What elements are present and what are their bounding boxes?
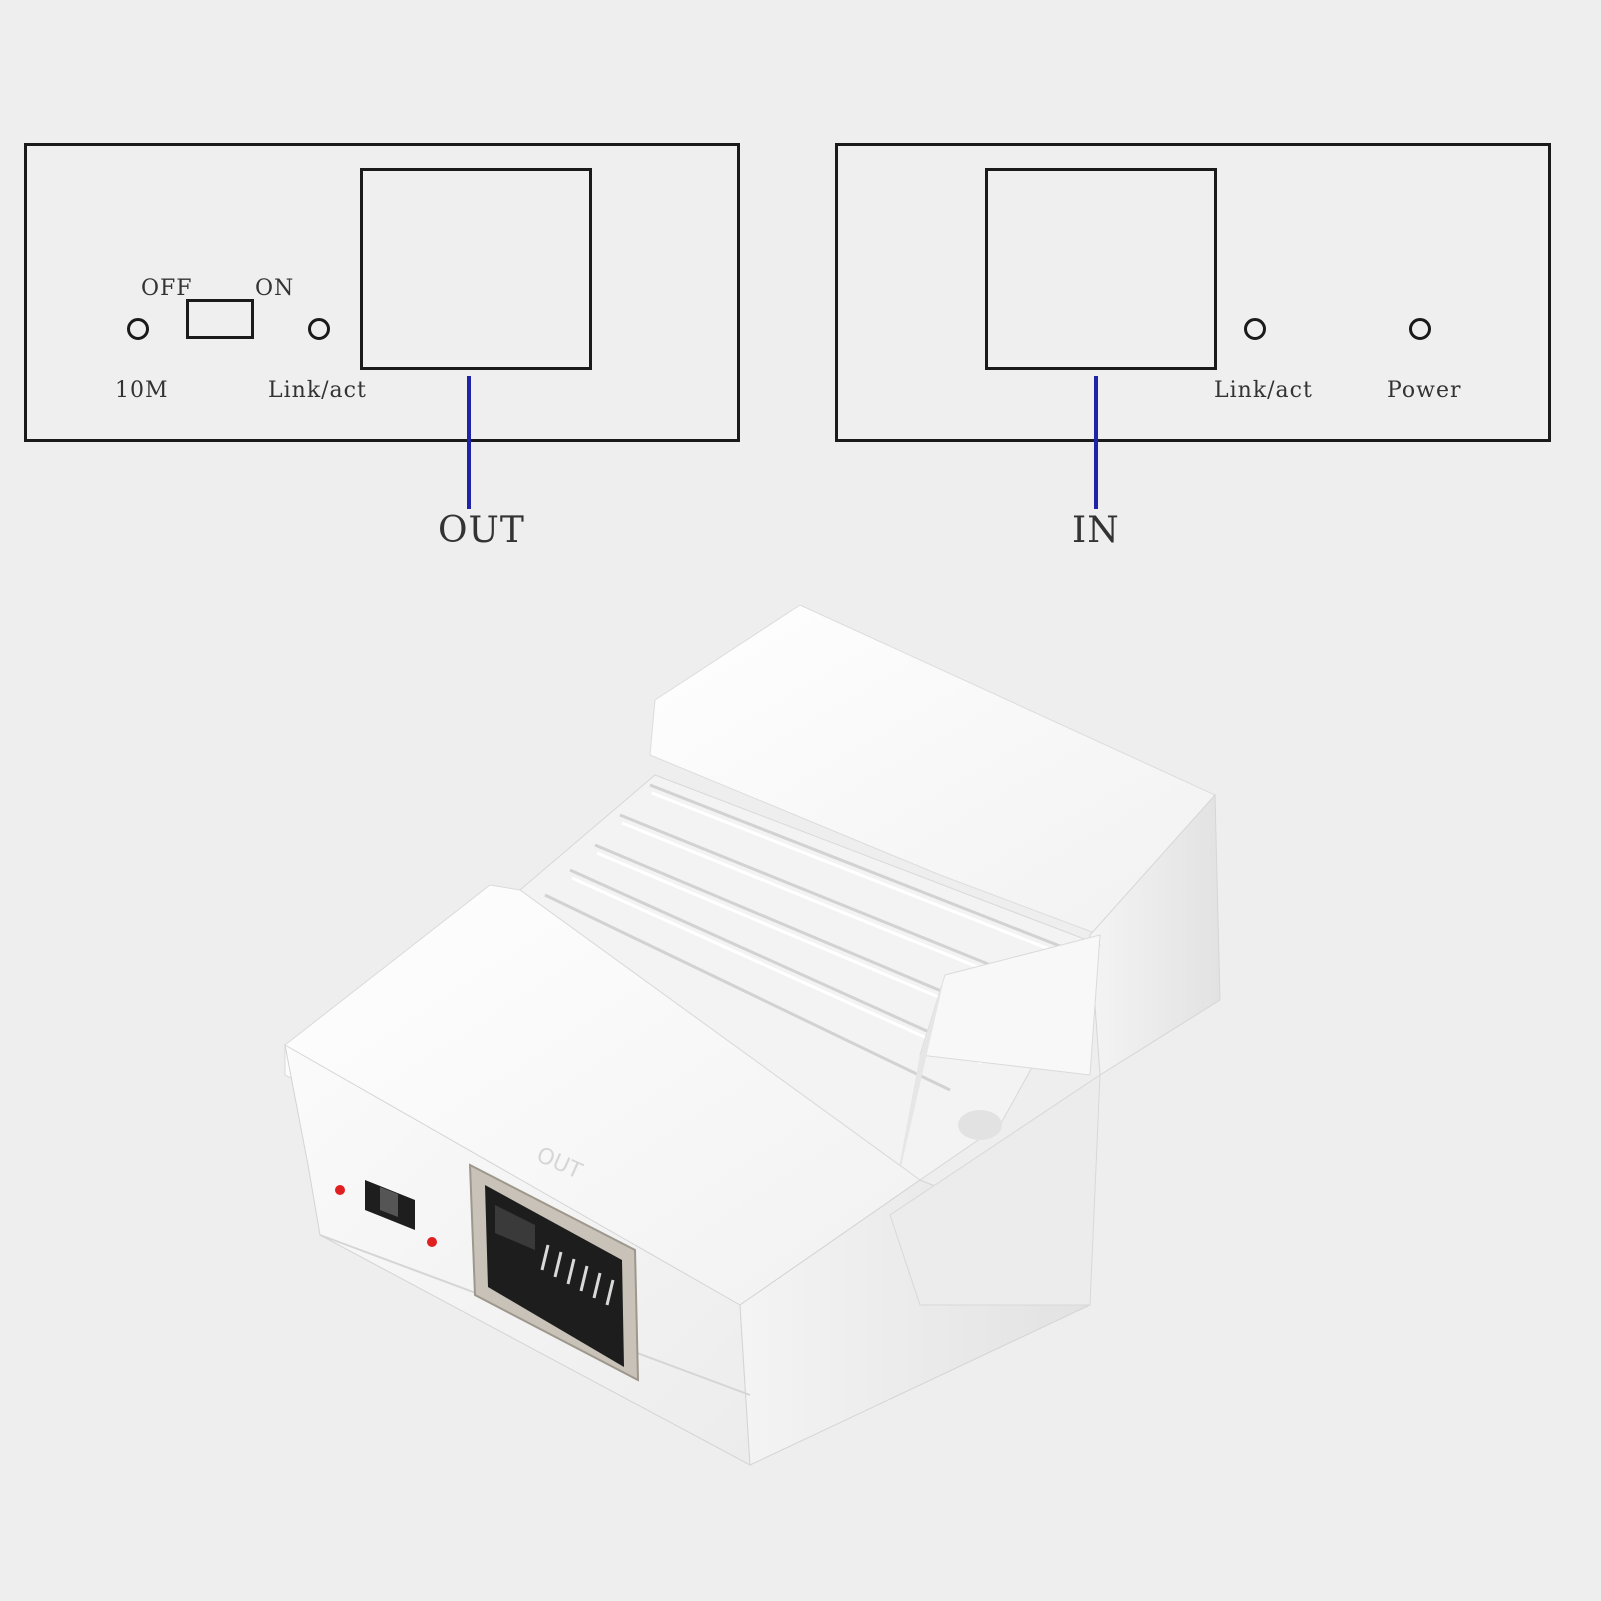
switch-off-label: OFF [141, 276, 193, 301]
speed-switch [186, 299, 254, 339]
in-port-outline [985, 168, 1217, 370]
in-panel-diagram: Link/act Power [835, 143, 1551, 442]
out-port-label: OUT [438, 510, 525, 551]
out-link-led [308, 318, 330, 340]
power-led [1409, 318, 1431, 340]
out-link-led-label: Link/act [268, 378, 367, 403]
out-port-outline [360, 168, 592, 370]
in-link-led [1244, 318, 1266, 340]
in-port-label: IN [1072, 510, 1120, 551]
power-led-label: Power [1387, 378, 1462, 403]
out-panel-diagram: OFF ON 10M Link/act [24, 143, 740, 442]
poe-device-image: OUT [284, 605, 1221, 1466]
switch-on-label: ON [255, 276, 295, 301]
in-link-led-label: Link/act [1214, 378, 1313, 403]
10m-led-label: 10M [115, 378, 169, 403]
10m-led [127, 318, 149, 340]
in-leader-line [1094, 376, 1098, 509]
out-leader-line [467, 376, 471, 509]
